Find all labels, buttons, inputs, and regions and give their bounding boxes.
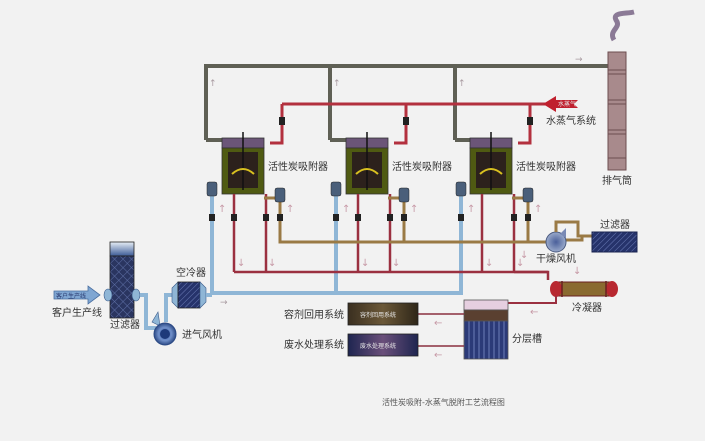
air-inlet-pipes [210,195,463,295]
steam-inlet-arrow [543,96,578,112]
drying-fan [545,228,567,253]
steam-system-label: 水蒸气系统 [546,114,596,127]
steam-valves [279,117,533,125]
drying-fan-label: 干燥风机 [536,252,576,265]
svg-text:←: ← [434,350,442,361]
svg-text:↓: ↓ [516,258,524,269]
solvent-reuse-label: 容剂回用系统 [284,308,344,321]
condenser-outlet-pipe [492,296,557,304]
svg-text:↑: ↑ [209,79,217,89]
adsorber-3 [469,132,513,195]
svg-text:↓: ↓ [361,258,369,269]
svg-text:↑: ↑ [333,79,341,89]
svg-text:↓: ↓ [520,250,528,261]
wastewater-box [347,333,419,357]
separator-label: 分层槽 [512,332,542,345]
svg-text:↑: ↑ [218,204,226,215]
adsorber-3-label: 活性炭吸附器 [516,160,576,173]
filter-right-label: 过滤器 [600,218,630,231]
steam-inlet-tag: 水蒸气 [558,100,576,108]
customer-line-arrow [53,285,101,305]
separator-tank [463,299,509,360]
flow-arrow-left-condensate: ← [530,307,538,318]
svg-text:↑: ↑ [410,204,418,215]
svg-text:↑: ↑ [534,204,542,215]
customer-line-label: 客户生产线 [52,306,102,319]
filter-left-label: 过滤器 [110,318,140,331]
solvent-reuse-box-text: 容剂回用系统 [360,311,396,319]
flow-arrow-right-stack: → [575,55,583,65]
diagram-title: 活性炭吸附-水蒸气脱附工艺流程图 [382,397,505,407]
inlet-fan [151,311,177,346]
condenser-label: 冷凝器 [572,301,602,314]
condensate-pipes [232,194,550,280]
drying-fan-pipe [554,220,592,238]
filter-to-fan-pipe [140,293,156,330]
customer-line-tag: 客户生产线 [56,292,86,300]
solvent-reuse-box [347,302,419,326]
fan-to-cooler-pipe [164,293,172,322]
svg-text:↑: ↑ [286,204,294,215]
flow-arrows-left-outputs: ← ← [434,318,442,361]
adsorber-1 [221,132,265,195]
svg-text:↓: ↓ [573,266,581,277]
line-valves [209,214,531,221]
inlet-valves [206,181,534,203]
svg-text:↓: ↓ [392,258,400,269]
flow-arrows-up-exhaust: ↑ ↑ ↑ [209,79,466,89]
air-cooler [171,281,207,309]
wastewater-label: 废水处理系统 [284,338,344,351]
flow-arrow-right-air: → [220,298,228,308]
svg-text:↑: ↑ [342,204,350,215]
condenser [550,281,618,297]
adsorber-2 [345,132,389,195]
adsorber-1-label: 活性炭吸附器 [268,160,328,173]
separator-outlet-pipes [418,313,464,347]
air-cooler-label: 空冷器 [176,266,206,279]
exhaust-stack [607,9,635,171]
adsorber-2-label: 活性炭吸附器 [392,160,452,173]
svg-text:↑: ↑ [467,204,475,215]
wastewater-box-text: 废水处理系统 [360,342,396,350]
filter-right [591,231,638,253]
svg-text:↓: ↓ [268,258,276,269]
svg-text:↑: ↑ [458,79,466,89]
flow-arrows-vertical: ↑ ↑ ↑ ↑ ↑ ↑ ↓ ↓ ↓ ↓ ↓ ↓ ↓ ↓ [218,204,581,277]
stack-label: 排气筒 [602,174,632,187]
svg-text:↓: ↓ [237,258,245,269]
svg-text:↓: ↓ [485,258,493,269]
inlet-fan-label: 进气风机 [182,328,222,341]
filter-left [103,241,141,319]
svg-text:←: ← [434,318,442,329]
